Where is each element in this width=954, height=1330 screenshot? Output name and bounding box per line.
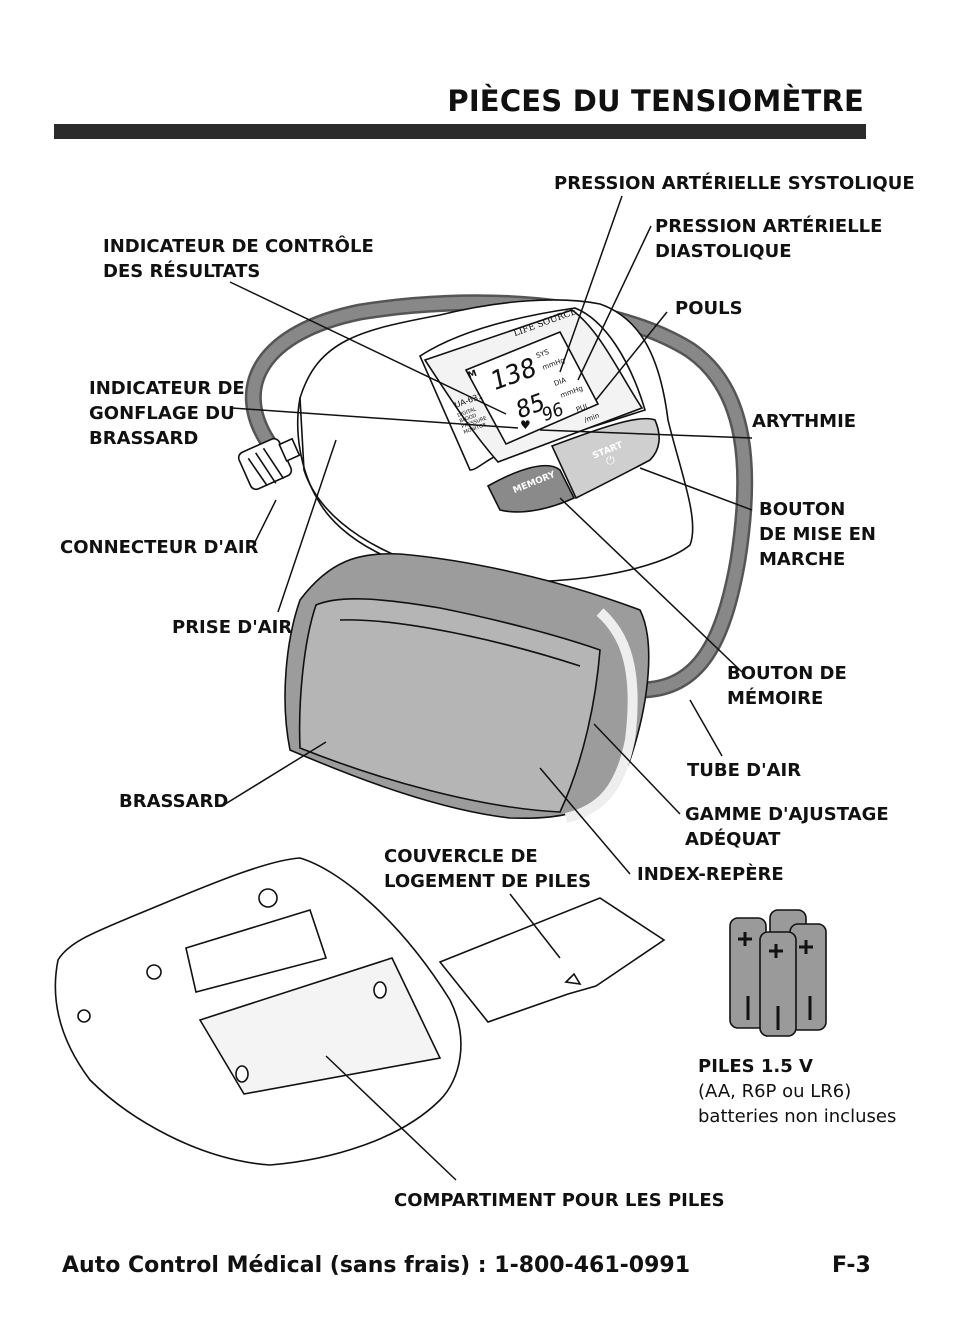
label-line: POULS	[675, 298, 743, 319]
label-battery-compartment: COMPARTIMENT POUR LES PILES	[394, 1188, 725, 1213]
label-systolic: PRESSION ARTÉRIELLE SYSTOLIQUE	[554, 171, 915, 196]
aa-batteries-icon	[730, 910, 826, 1036]
label-line: COUVERCLE DE	[384, 846, 538, 867]
batteries-title: PILES 1.5 V	[698, 1056, 813, 1077]
label-cuff: BRASSARD	[119, 789, 228, 814]
label-line: LOGEMENT DE PILES	[384, 871, 592, 892]
battery-cover	[440, 898, 664, 1022]
power-icon: ⏻	[606, 454, 615, 467]
label-line: CONNECTEUR D'AIR	[60, 537, 259, 558]
label-index-mark: INDEX-REPÈRE	[637, 862, 784, 887]
label-fit-range: GAMME D'AJUSTAGE ADÉQUAT	[685, 802, 889, 852]
label-line: DIASTOLIQUE	[655, 241, 792, 262]
air-connector	[237, 437, 300, 491]
label-line: BRASSARD	[89, 428, 199, 449]
label-air-tube: TUBE D'AIR	[687, 758, 801, 783]
batteries-note: batteries non incluses	[698, 1106, 897, 1127]
label-air-jack: PRISE D'AIR	[172, 615, 292, 640]
label-memory-button: BOUTON DE MÉMOIRE	[727, 661, 847, 711]
label-line: DE MISE EN	[759, 524, 876, 545]
label-line: COMPARTIMENT POUR LES PILES	[394, 1190, 725, 1211]
batteries-type: (AA, R6P ou LR6)	[698, 1081, 852, 1102]
label-line: PRISE D'AIR	[172, 617, 293, 638]
start-button[interactable]	[552, 419, 659, 498]
label-line: BOUTON	[759, 499, 846, 520]
label-inflation-indicator: INDICATEUR DE GONFLAGE DU BRASSARD	[89, 376, 245, 451]
label-line: MARCHE	[759, 549, 846, 570]
label-line: PRESSION ARTÉRIELLE SYSTOLIQUE	[554, 173, 915, 194]
footer-phone: Auto Control Médical (sans frais) : 1-80…	[62, 1253, 691, 1278]
label-pulse: POULS	[675, 296, 743, 321]
label-line: PRESSION ARTÉRIELLE	[655, 216, 883, 237]
page-number: F-3	[832, 1253, 871, 1278]
label-line: GAMME D'AJUSTAGE	[685, 804, 889, 825]
label-arrhythmia: ARYTHMIE	[752, 409, 856, 434]
page-title: PIÈCES DU TENSIOMÈTRE	[447, 84, 864, 118]
label-check-indicator: INDICATEUR DE CONTRÔLE DES RÉSULTATS	[103, 234, 374, 284]
label-line: INDICATEUR DE CONTRÔLE	[103, 236, 374, 257]
label-line: GONFLAGE DU	[89, 403, 235, 424]
label-line: DES RÉSULTATS	[103, 261, 261, 282]
label-batteries: PILES 1.5 V (AA, R6P ou LR6) batteries n…	[698, 1054, 896, 1129]
label-line: BRASSARD	[119, 791, 229, 812]
label-line: MÉMOIRE	[727, 688, 824, 709]
label-power-button: BOUTON DE MISE EN MARCHE	[759, 497, 876, 572]
heart-icon: ♥	[520, 418, 531, 432]
label-battery-cover: COUVERCLE DE LOGEMENT DE PILES	[384, 844, 591, 894]
label-line: ARYTHMIE	[752, 411, 857, 432]
label-diastolic: PRESSION ARTÉRIELLE DIASTOLIQUE	[655, 214, 882, 264]
title-underline-bar	[54, 124, 866, 139]
monitor-underside	[55, 858, 461, 1165]
label-line: TUBE D'AIR	[687, 760, 802, 781]
arm-cuff	[285, 554, 649, 819]
label-line: BOUTON DE	[727, 663, 847, 684]
label-air-connector: CONNECTEUR D'AIR	[60, 535, 258, 560]
label-line: INDEX-REPÈRE	[637, 864, 784, 885]
leader-lines	[222, 196, 752, 1180]
label-line: INDICATEUR DE	[89, 378, 245, 399]
label-line: ADÉQUAT	[685, 829, 781, 850]
memory-button[interactable]	[488, 466, 574, 512]
